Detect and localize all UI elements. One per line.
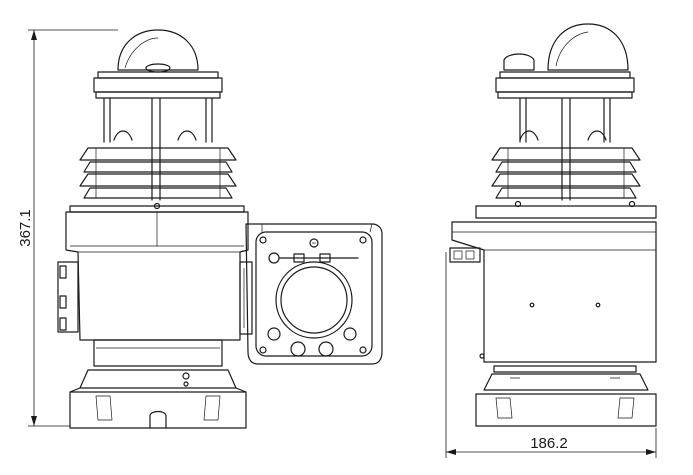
display-panel — [245, 223, 383, 365]
height-dimension: 367.1 — [17, 29, 118, 427]
width-dimension-label: 186.2 — [530, 435, 568, 452]
front-view — [57, 29, 253, 429]
width-dimension: 186.2 — [445, 252, 657, 458]
side-view — [449, 23, 657, 427]
height-dimension-label: 367.1 — [17, 209, 34, 247]
